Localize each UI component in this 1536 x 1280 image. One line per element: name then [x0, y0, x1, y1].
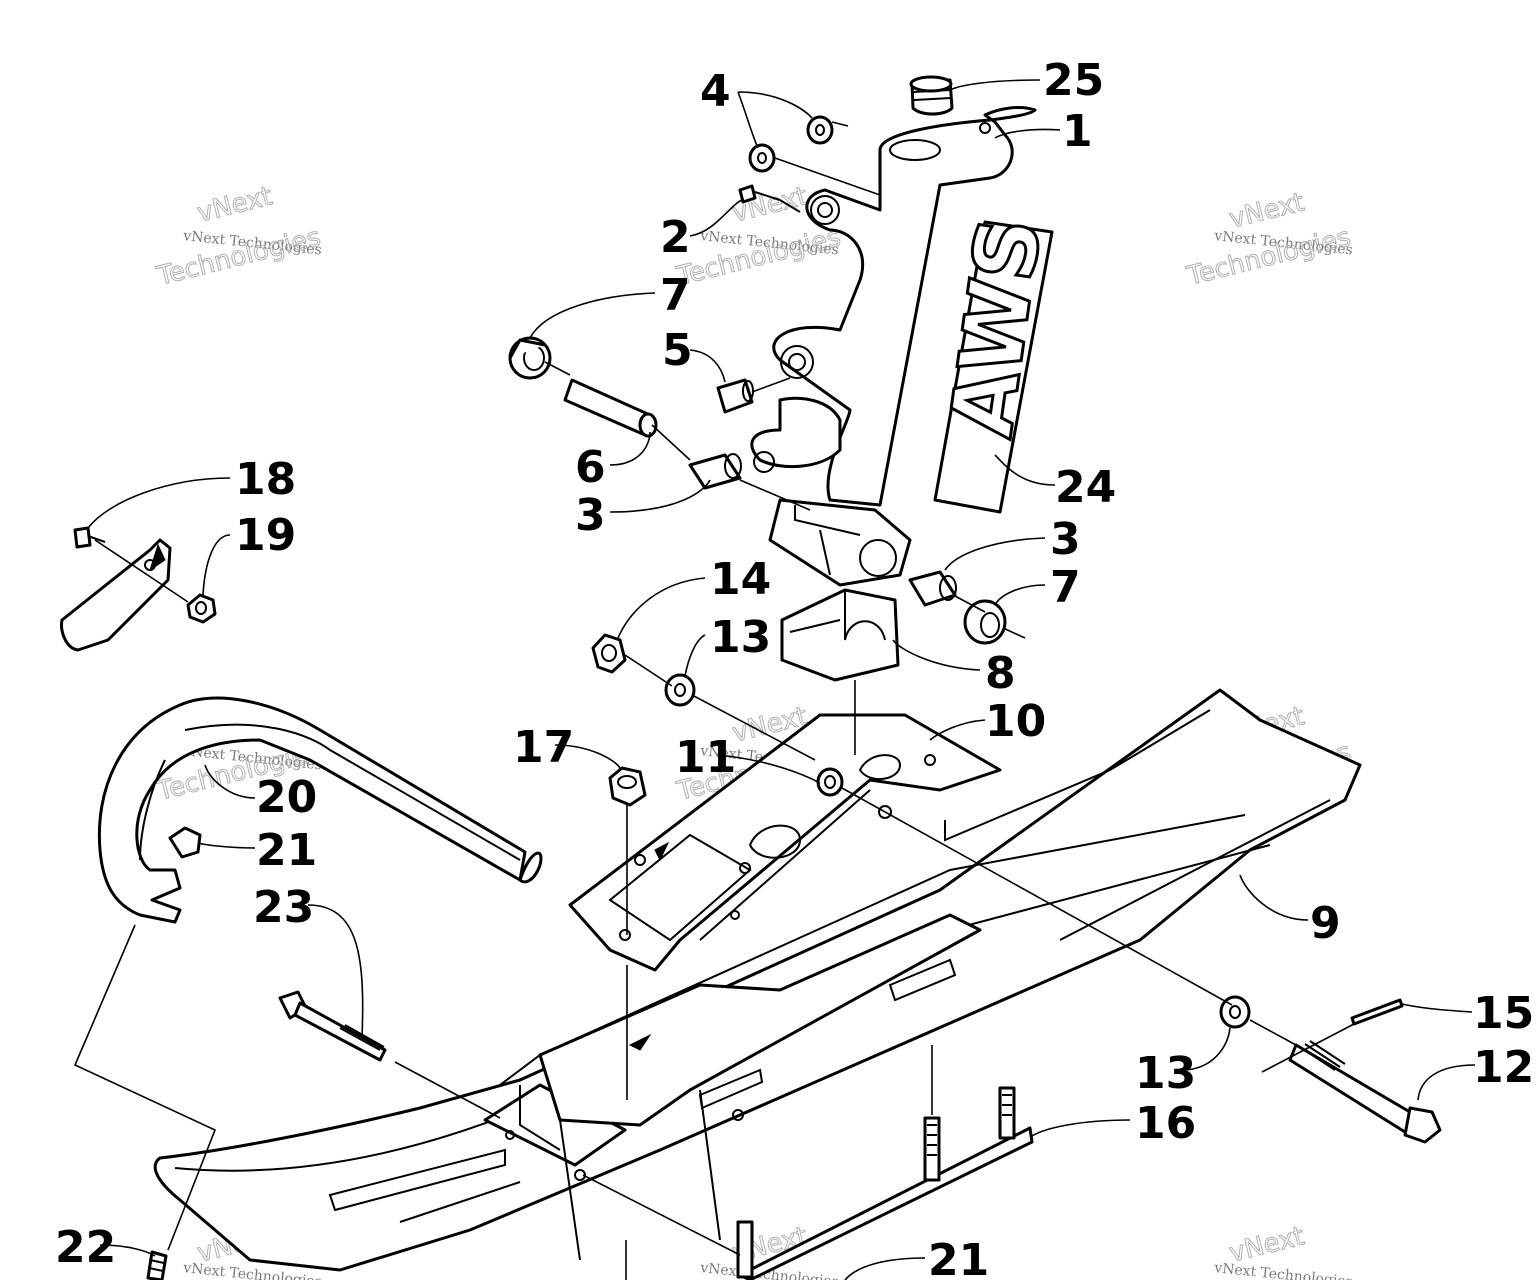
mounting-plate — [568, 713, 1002, 972]
callout-19: 19 — [235, 510, 296, 561]
callout-11: 11 — [675, 732, 736, 783]
saddle-block — [780, 588, 900, 682]
bolt-12 — [1288, 1040, 1442, 1144]
stud-22 — [146, 1250, 168, 1280]
washers-4 — [748, 115, 834, 173]
callout-15: 15 — [1473, 988, 1534, 1039]
cap — [909, 75, 954, 116]
watermark-bottom-right: vNext vNext Technologies — [1213, 1221, 1354, 1280]
callout-4: 4 — [700, 66, 731, 117]
nut-14 — [591, 633, 627, 674]
callout-5: 5 — [662, 325, 693, 376]
bushing-5 — [716, 378, 754, 414]
sleeve-6 — [563, 378, 658, 438]
bushing-3-lower — [908, 570, 957, 607]
callout-21-upper: 21 — [256, 825, 317, 876]
callout-13-lower: 13 — [1135, 1048, 1196, 1099]
callout-21-lower: 21 — [928, 1235, 989, 1280]
svg-text:vNext: vNext — [194, 181, 275, 228]
decal-logo-text: AWS — [932, 212, 1062, 443]
callout-3-lower: 3 — [1050, 514, 1081, 565]
callout-9: 9 — [1310, 898, 1341, 949]
callout-23: 23 — [253, 882, 314, 933]
callout-24: 24 — [1055, 462, 1116, 513]
bolt-23 — [278, 990, 387, 1062]
callout-14: 14 — [710, 554, 771, 605]
callout-8: 8 — [985, 648, 1016, 699]
spindle — [750, 106, 1037, 587]
nut-19 — [186, 593, 217, 624]
aws-decal: AWS — [930, 210, 1063, 514]
callout-3-upper: 3 — [575, 490, 606, 541]
leader-lines — [87, 79, 1476, 1280]
washer-13-upper — [664, 673, 696, 707]
callout-18: 18 — [235, 454, 296, 505]
washer-13-lower — [1219, 995, 1251, 1029]
ski-handle — [97, 696, 543, 924]
callout-22: 22 — [55, 1222, 116, 1273]
callout-25: 25 — [1043, 55, 1104, 106]
assembly-lines — [73, 121, 1355, 1280]
bracket-18 — [60, 526, 172, 652]
callout-16: 16 — [1135, 1098, 1196, 1149]
cotter-pin-15 — [1350, 998, 1404, 1026]
callout-1: 1 — [1062, 106, 1093, 157]
callout-17: 17 — [513, 722, 574, 773]
callout-13-upper: 13 — [710, 612, 771, 663]
watermark-top-left: vNext vNext Technologies Technologies — [153, 181, 324, 293]
callout-20: 20 — [256, 772, 317, 823]
callouts: 25 1 4 2 7 5 6 3 24 3 7 18 19 14 13 8 10… — [55, 55, 1534, 1280]
washer-11 — [816, 767, 844, 797]
bushing-7-right — [963, 599, 1007, 645]
callout-7-upper: 7 — [660, 270, 691, 321]
svg-text:vNext Technologies: vNext Technologies — [1213, 1260, 1354, 1280]
callout-12: 12 — [1473, 1042, 1534, 1093]
callout-7-lower: 7 — [1050, 562, 1081, 613]
callout-10: 10 — [985, 696, 1046, 747]
nut-17 — [608, 766, 647, 807]
callout-2: 2 — [660, 212, 691, 263]
callout-6: 6 — [575, 442, 606, 493]
svg-text:vNext: vNext — [1226, 187, 1307, 234]
wear-bar — [736, 1086, 1034, 1280]
grease-fitting — [738, 184, 801, 213]
ski — [153, 688, 1362, 1272]
watermark-top-right: vNext vNext Technologies Technologies — [1183, 187, 1354, 293]
nut-21-upper — [168, 826, 202, 859]
bushing-7-left — [508, 336, 552, 380]
svg-text:Technologies: Technologies — [153, 222, 323, 292]
bushing-3-upper — [688, 453, 742, 490]
